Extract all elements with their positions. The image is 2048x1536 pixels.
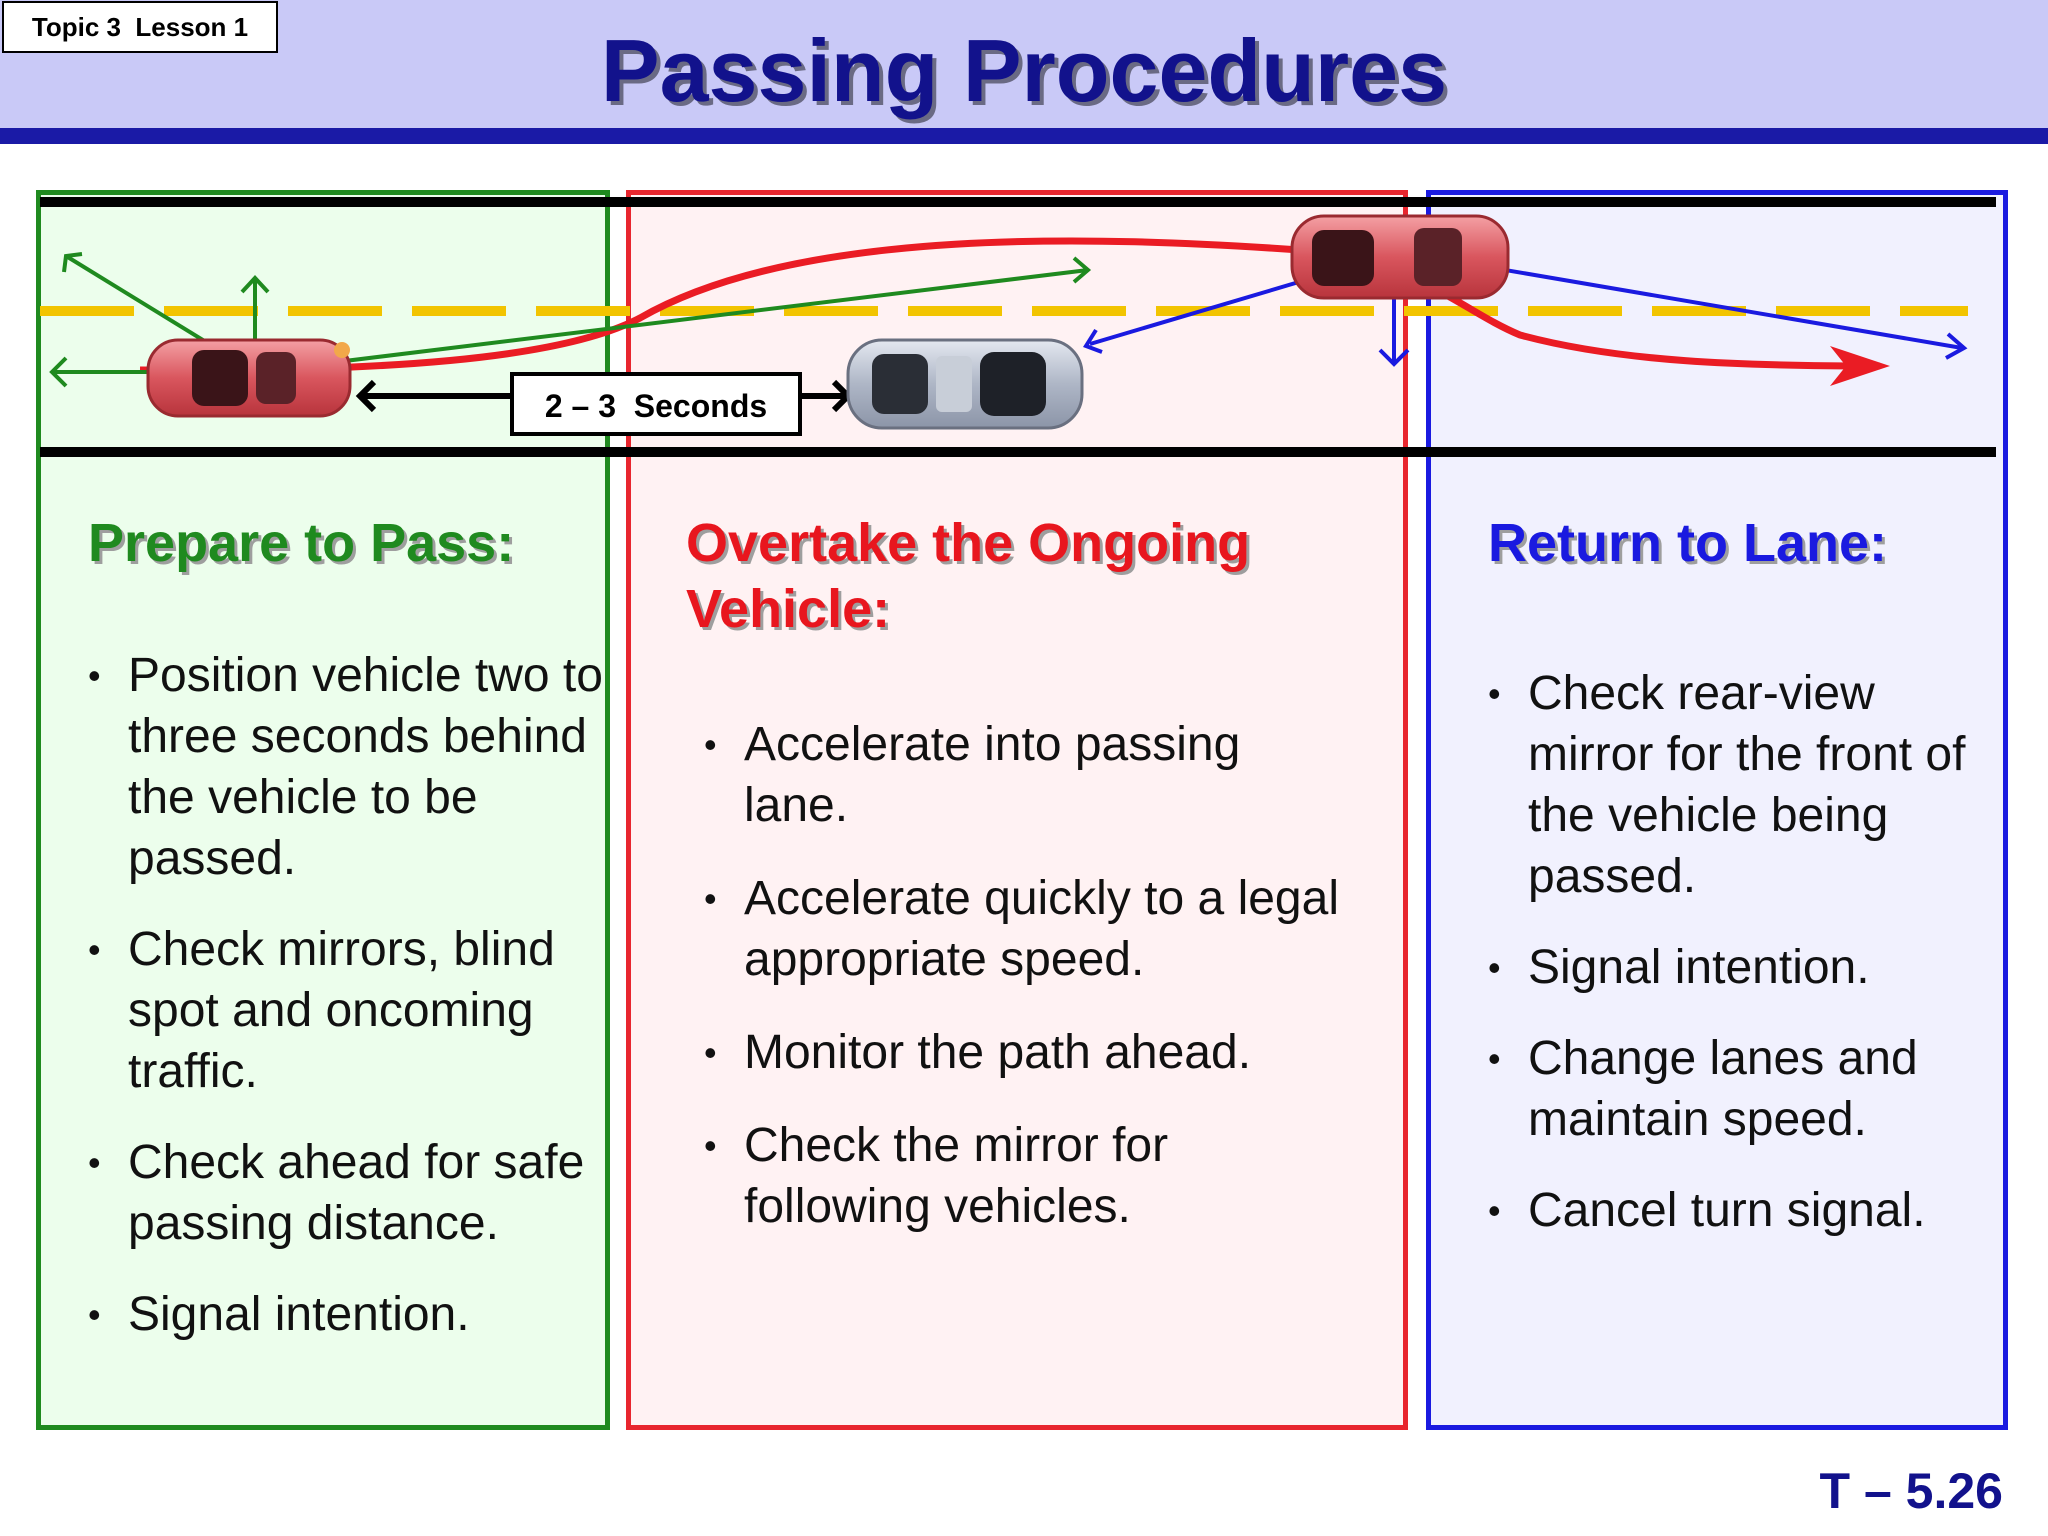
- gap-label: 2 – 3 Seconds: [545, 388, 767, 424]
- slide-title: Passing Procedures: [600, 21, 1448, 120]
- lesson-tag: Topic 3 Lesson 1: [2, 1, 278, 53]
- passing-path: [139, 237, 1881, 374]
- passed-car: [846, 338, 1084, 430]
- list-item: Signal intention.: [88, 1284, 608, 1345]
- overtake-heading: Overtake the Ongoing Vehicle:: [686, 513, 1251, 639]
- list-item: Check the mirror for following vehicles.: [704, 1115, 1344, 1237]
- list-item: Position vehicle two to three seconds be…: [88, 645, 608, 889]
- header-band: [0, 0, 2048, 128]
- list-item: Accelerate quickly to a legal appropriat…: [704, 868, 1344, 990]
- list-item: Check ahead for safe passing distance.: [88, 1132, 608, 1254]
- prepare-bullet-list: Position vehicle two to three seconds be…: [88, 645, 608, 1375]
- return-bullet-list: Check rear-view mirror for the front of …: [1488, 663, 2008, 1271]
- list-item: Signal intention.: [1488, 937, 2008, 998]
- prepare-heading: Prepare to Pass:: [88, 513, 515, 573]
- slide-number: T – 5.26: [1819, 1463, 2003, 1519]
- list-item: Check mirrors, blind spot and oncoming t…: [88, 919, 608, 1102]
- gap-label-box: [510, 372, 802, 436]
- overtake-bullet-list: Accelerate into passing lane. Accelerate…: [704, 714, 1344, 1269]
- header-rule: [0, 128, 2048, 144]
- list-item: Accelerate into passing lane.: [704, 714, 1344, 836]
- list-item: Check rear-view mirror for the front of …: [1488, 663, 2008, 907]
- list-item: Cancel turn signal.: [1488, 1180, 2008, 1241]
- passing-car: [146, 338, 352, 418]
- list-item: Monitor the path ahead.: [704, 1022, 1344, 1083]
- overtaking-car: [1290, 214, 1510, 300]
- list-item: Change lanes and maintain speed.: [1488, 1028, 2008, 1150]
- return-heading: Return to Lane:: [1488, 513, 1887, 573]
- passing-path-arrowhead: [1830, 346, 1890, 386]
